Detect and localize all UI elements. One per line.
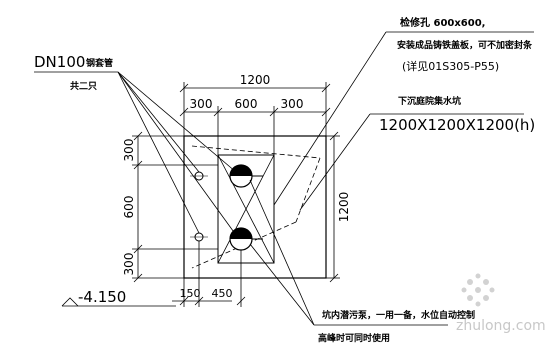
sump-leader bbox=[299, 113, 524, 211]
pump-leader bbox=[249, 179, 448, 326]
watermark-text: zhulong.com bbox=[456, 318, 546, 334]
elevation-label: -4.150 bbox=[78, 288, 126, 306]
pipe-type-label: 钢套管 bbox=[86, 57, 113, 69]
bottom-dimension bbox=[172, 241, 246, 307]
dim-left-top: 300 bbox=[122, 139, 136, 162]
dim-top-mid: 600 bbox=[235, 97, 258, 111]
dim-bottom-mid: 450 bbox=[212, 287, 233, 300]
dim-top-left: 300 bbox=[190, 97, 213, 111]
dim-bottom-left: 150 bbox=[180, 287, 201, 300]
dim-left-mid: 600 bbox=[122, 196, 136, 219]
dashed-guide bbox=[295, 157, 321, 223]
right-dimension bbox=[326, 131, 340, 283]
pump-icon bbox=[229, 164, 263, 188]
top-dimension bbox=[179, 82, 331, 155]
pump-note-label: 坑内潜污泵，一用一备，水位自动控制 bbox=[322, 309, 475, 321]
access-hole-diagonal bbox=[217, 154, 275, 264]
pipe-count-label: 共二只 bbox=[70, 80, 97, 92]
access-hole-ref: (详见01S305-P55) bbox=[402, 59, 499, 73]
dim-top-total: 1200 bbox=[240, 73, 271, 87]
access-hole-label: 检修孔 600x600, bbox=[400, 16, 485, 29]
access-hole-outline bbox=[217, 154, 275, 264]
sump-size-label: 1200X1200X1200(h) bbox=[379, 116, 535, 134]
pump-icon bbox=[229, 227, 263, 251]
dashed-guide bbox=[191, 145, 321, 159]
dim-right-total: 1200 bbox=[337, 192, 351, 223]
left-dimension bbox=[132, 131, 218, 283]
dim-top-right: 300 bbox=[281, 97, 304, 111]
pipe-leader bbox=[34, 71, 237, 236]
sump-outline bbox=[183, 135, 327, 279]
elevation-marker bbox=[61, 297, 176, 307]
sump-name-label: 下沉庭院集水坑 bbox=[398, 95, 461, 107]
access-hole-note: 安装成品铸铁盖板，可不加密封条 bbox=[397, 39, 533, 51]
watermark-logo bbox=[461, 273, 495, 307]
pump-note2-label: 高峰时可同时使用 bbox=[318, 332, 390, 344]
access-hole-leader bbox=[273, 31, 534, 206]
dim-left-bottom: 300 bbox=[122, 253, 136, 276]
pipe-size-label: DN100 bbox=[34, 53, 85, 71]
